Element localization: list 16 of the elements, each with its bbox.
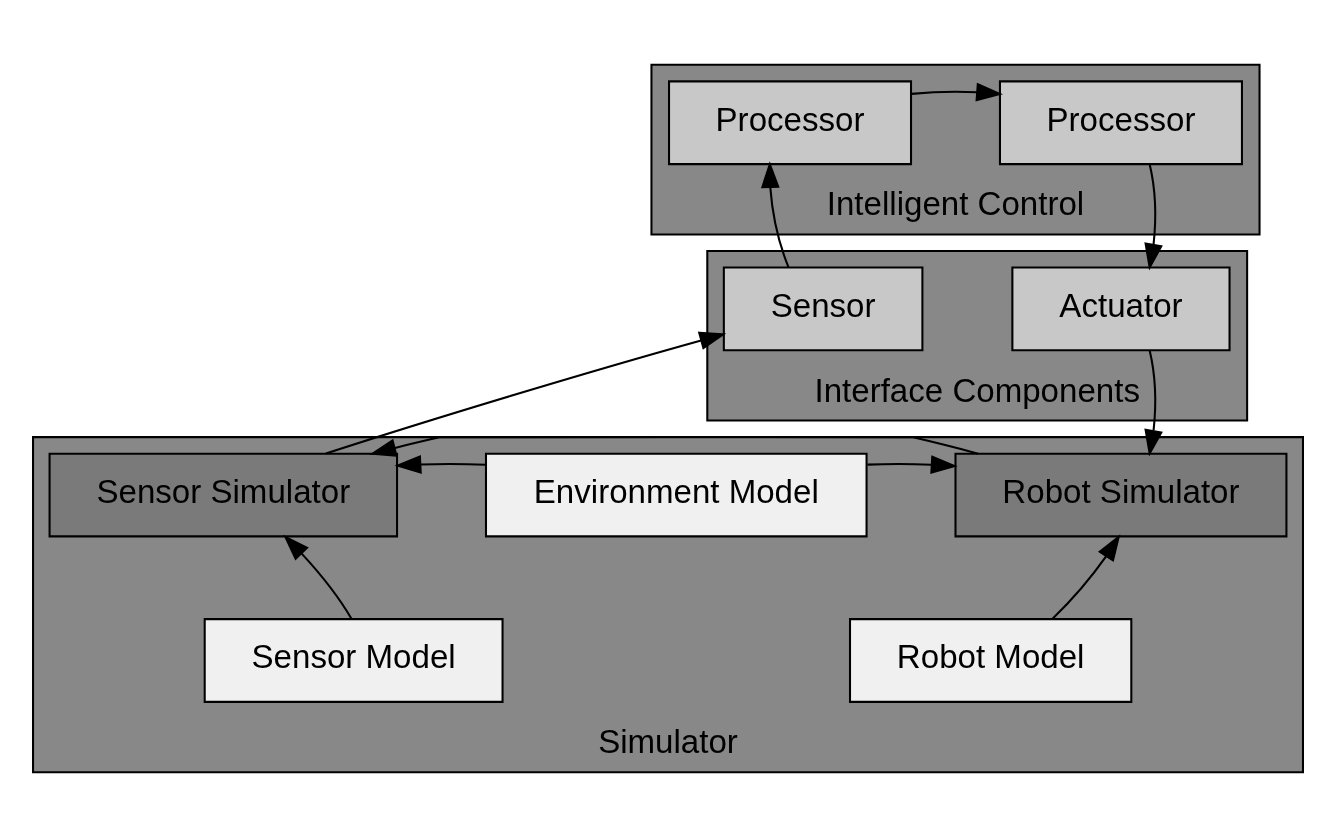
node-box: Robot Model (848, 618, 1133, 703)
arrow (911, 82, 1003, 102)
arrow (1144, 350, 1163, 457)
arrow (867, 455, 958, 475)
node-box: Environment Model (484, 452, 868, 538)
node-box: Robot Simulator (954, 452, 1288, 538)
node-box: Sensor Model (203, 618, 504, 703)
arrow (394, 455, 486, 474)
arrow (283, 534, 353, 620)
arrow (1051, 534, 1121, 620)
node-box: Processor (668, 80, 913, 166)
node-box: Sensor Simulator (48, 452, 399, 538)
arrow (1144, 164, 1163, 271)
node-box: Sensor (722, 266, 924, 352)
node-box: Actuator (1011, 266, 1231, 352)
node-box: Processor (998, 80, 1243, 166)
